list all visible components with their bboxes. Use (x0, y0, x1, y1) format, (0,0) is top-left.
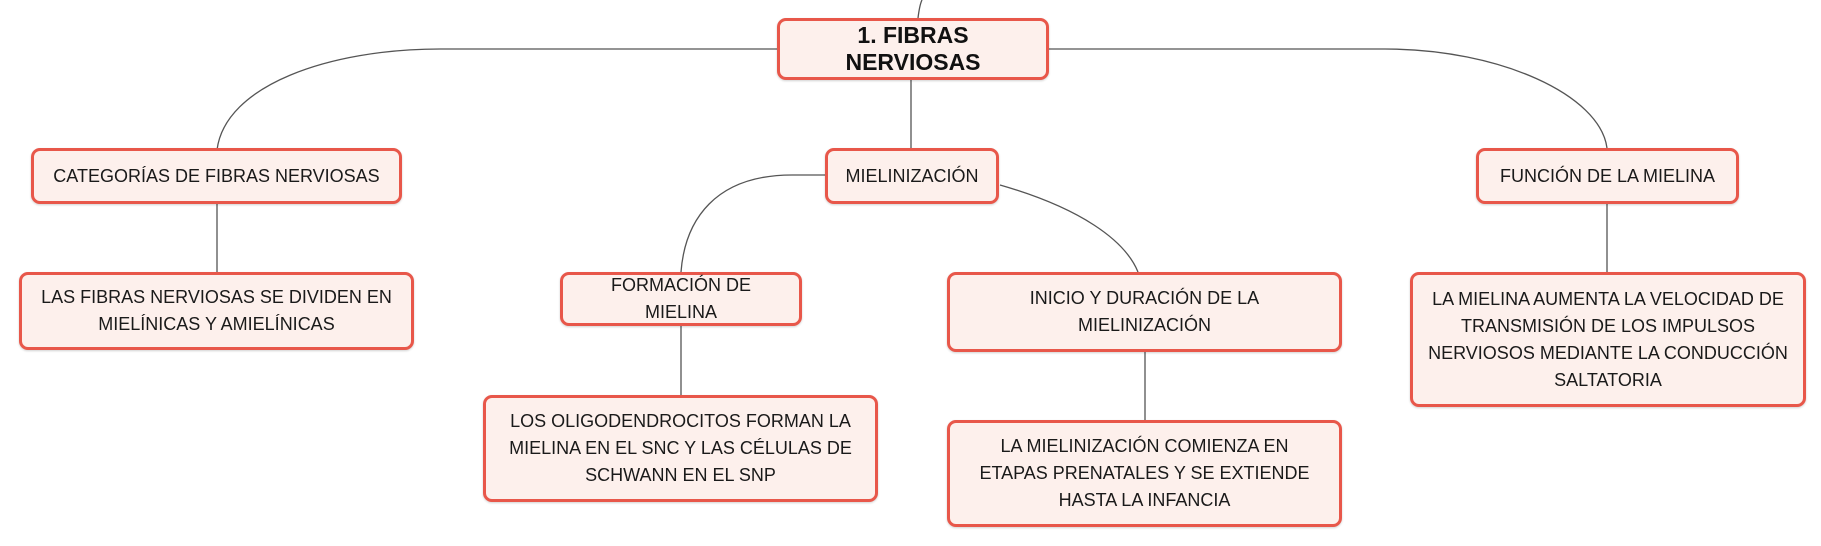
connector-root-to-categorias (216, 48, 778, 151)
node-categorias-detail-text: LAS FIBRAS NERVIOSAS SE DIVIDEN EN MIELÍ… (41, 287, 392, 334)
node-inicio[interactable]: INICIO Y DURACIÓN DE LA MIELINIZACIÓN (947, 272, 1342, 352)
connector-root-to-funcion (1048, 48, 1608, 149)
node-formacion-detail[interactable]: LOS OLIGODENDROCITOS FORMAN LA MIELINA E… (483, 395, 878, 502)
node-mielinizacion-label: MIELINIZACIÓN (845, 165, 979, 186)
root-node[interactable]: 1. FIBRAS NERVIOSAS (777, 18, 1049, 80)
node-funcion[interactable]: FUNCIÓN DE LA MIELINA (1476, 148, 1739, 204)
node-inicio-detail-text: LA MIELINIZACIÓN COMIENZA EN ETAPAS PREN… (979, 436, 1310, 510)
node-formacion[interactable]: FORMACIÓN DE MIELINA (560, 272, 802, 326)
node-funcion-detail[interactable]: LA MIELINA AUMENTA LA VELOCIDAD DE TRANS… (1410, 272, 1806, 407)
root-node-label: 1. FIBRAS NERVIOSAS (845, 22, 981, 75)
node-funcion-detail-text: LA MIELINA AUMENTA LA VELOCIDAD DE TRANS… (1428, 288, 1788, 390)
node-formacion-label: FORMACIÓN DE MIELINA (610, 275, 751, 322)
node-categorias[interactable]: CATEGORÍAS DE FIBRAS NERVIOSAS (31, 148, 402, 204)
node-funcion-label: FUNCIÓN DE LA MIELINA (1499, 165, 1716, 186)
connector-mielinizacion-to-inicio (999, 184, 1139, 273)
connector-mielinizacion-to-formacion (680, 174, 826, 273)
node-formacion-detail-text: LOS OLIGODENDROCITOS FORMAN LA MIELINA E… (509, 411, 852, 485)
node-categorias-label: CATEGORÍAS DE FIBRAS NERVIOSAS (53, 165, 380, 186)
node-mielinizacion[interactable]: MIELINIZACIÓN (825, 148, 999, 204)
node-inicio-label: INICIO Y DURACIÓN DE LA MIELINIZACIÓN (1029, 288, 1260, 335)
connector-parent-to-root (917, 0, 923, 19)
node-inicio-detail[interactable]: LA MIELINIZACIÓN COMIENZA EN ETAPAS PREN… (947, 420, 1342, 527)
node-categorias-detail[interactable]: LAS FIBRAS NERVIOSAS SE DIVIDEN EN MIELÍ… (19, 272, 414, 350)
